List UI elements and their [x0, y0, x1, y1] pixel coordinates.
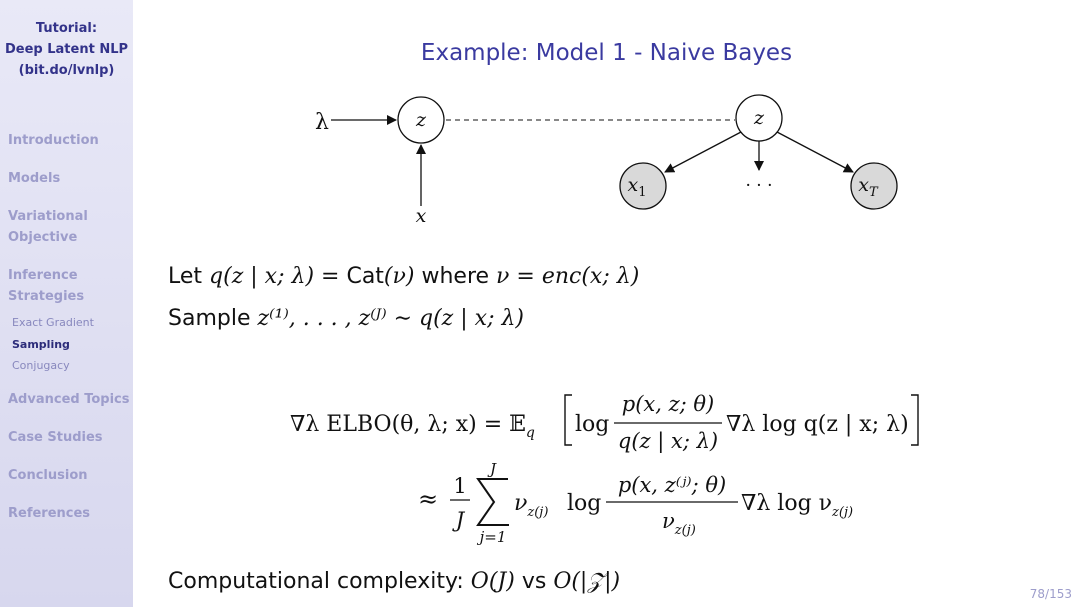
eq2-tail-sub: z(j)	[831, 505, 853, 520]
eq1-tail: ∇λ log q(z | x; λ)	[726, 412, 909, 437]
dots-label: · · ·	[745, 176, 772, 196]
edge-z-x1	[664, 131, 742, 173]
nav-sub-exact-gradient[interactable]: Exact Gradient	[12, 316, 94, 329]
sum-icon	[476, 478, 509, 526]
eq1-lhs-text: ∇λ ELBO(θ, λ; x) = 𝔼	[290, 412, 526, 437]
eq1-numerator: p(x, z; θ)	[622, 392, 714, 416]
edge-z-xT	[776, 131, 854, 173]
eq2-nu-main: ν	[514, 491, 527, 516]
title-line-3: (bit.do/lvnlp)	[18, 63, 115, 78]
eq2-approx: ≈	[418, 485, 438, 513]
nav-sub-sampling[interactable]: Sampling	[12, 338, 70, 351]
nav-label: Strategies	[8, 289, 85, 304]
eq2-den-main: ν	[662, 509, 675, 533]
eq2-nu: νz(j)	[514, 491, 548, 520]
eq2-sum-bottom: j=1	[477, 528, 507, 546]
eq2-numerator: p(x, z⁽ʲ⁾; θ)	[618, 473, 726, 497]
nav-label: Objective	[8, 230, 78, 245]
sample-word: Sample	[168, 306, 251, 331]
slide-title: Example: Model 1 - Naive Bayes	[420, 40, 793, 66]
eq1-log: log	[575, 412, 609, 437]
sidebar-title[interactable]: Tutorial: Deep Latent NLP (bit.do/lvnlp)	[0, 18, 133, 81]
eq1-denominator: q(z | x; λ)	[618, 429, 718, 454]
x1-main: x	[628, 174, 639, 196]
nav-inference-strategies[interactable]: Inference Strategies	[8, 265, 84, 307]
nav-label: Variational	[8, 209, 88, 224]
eq1-left-bracket	[564, 394, 572, 446]
nav-introduction[interactable]: Introduction	[8, 133, 99, 148]
eq2-nu-sub: z(j)	[526, 505, 548, 520]
nav-models[interactable]: Models	[8, 171, 61, 186]
eq2-denominator: νz(j)	[662, 509, 696, 538]
nav-advanced-topics[interactable]: Advanced Topics	[8, 392, 130, 407]
node-z-left	[397, 96, 445, 144]
cat-word: Cat	[346, 264, 384, 289]
eq2-tail: ∇λ log νz(j)	[741, 491, 853, 520]
nav-references[interactable]: References	[8, 506, 91, 521]
complexity-expr2: O(|𝒵|)	[553, 569, 621, 594]
cat-arg: (ν)	[383, 264, 415, 289]
complexity-expr1: O(J)	[470, 569, 515, 594]
eq2-tail-main: ∇λ log ν	[741, 491, 832, 516]
x-bottom-label: x	[416, 205, 427, 227]
eq1-right-bracket	[911, 394, 919, 446]
eq2-log: log	[567, 491, 601, 516]
xT-sub: T	[869, 185, 879, 200]
nu-definition: ν = enc(x; λ)	[496, 264, 640, 289]
where-word: where	[421, 264, 490, 289]
node-xT	[850, 162, 898, 210]
eq1-lhs-sub: q	[526, 425, 535, 441]
title-line-1: Tutorial:	[35, 21, 98, 36]
let-word: Let	[168, 264, 203, 289]
q-definition: q(z | x; λ) =	[209, 264, 347, 289]
title-line-2: Deep Latent NLP	[4, 42, 129, 57]
nav-label: Inference	[8, 268, 78, 283]
nav-case-studies[interactable]: Case Studies	[8, 430, 103, 445]
xT-main: x	[858, 174, 869, 196]
complexity-label: Computational complexity:	[168, 569, 464, 594]
node-x1-label: x1	[628, 174, 647, 200]
node-xT-label: xT	[858, 174, 879, 200]
line-complexity: Computational complexity: O(J) vs O(|𝒵|)	[168, 569, 620, 594]
eq2-frac-den: J	[452, 508, 466, 532]
eq1-lhs: ∇λ ELBO(θ, λ; x) = 𝔼q	[290, 412, 535, 441]
line-sample: Sample z⁽¹⁾, . . . , z⁽ᴶ⁾ ∼ q(z | x; λ)	[168, 306, 524, 331]
line-let: Let q(z | x; λ) = Cat(ν) where ν = enc(x…	[168, 264, 639, 289]
equations: ∇λ ELBO(θ, λ; x) = 𝔼q log p(x, z; θ) q(z…	[290, 392, 919, 546]
node-z-right-label: z	[753, 107, 765, 129]
lambda-label: λ	[315, 110, 329, 135]
graphical-model-diagram: λ z x z x1 · · · xT	[315, 94, 898, 227]
sidebar: Tutorial: Deep Latent NLP (bit.do/lvnlp)…	[0, 0, 133, 607]
vs-word: vs	[521, 569, 547, 594]
eq2-sum-top: J	[487, 460, 497, 478]
node-z-left-label: z	[415, 109, 427, 131]
page-number: 78/153	[1029, 587, 1072, 601]
nav-variational-objective[interactable]: Variational Objective	[8, 206, 88, 248]
nav-conclusion[interactable]: Conclusion	[8, 468, 88, 483]
eq2-frac-num: 1	[453, 474, 466, 498]
node-x1	[619, 162, 667, 210]
sample-expr: z⁽¹⁾, . . . , z⁽ᴶ⁾ ∼ q(z | x; λ)	[257, 306, 525, 331]
nav-sub-conjugacy[interactable]: Conjugacy	[12, 359, 70, 372]
x1-sub: 1	[638, 185, 646, 200]
eq2-den-sub: z(j)	[674, 523, 696, 538]
